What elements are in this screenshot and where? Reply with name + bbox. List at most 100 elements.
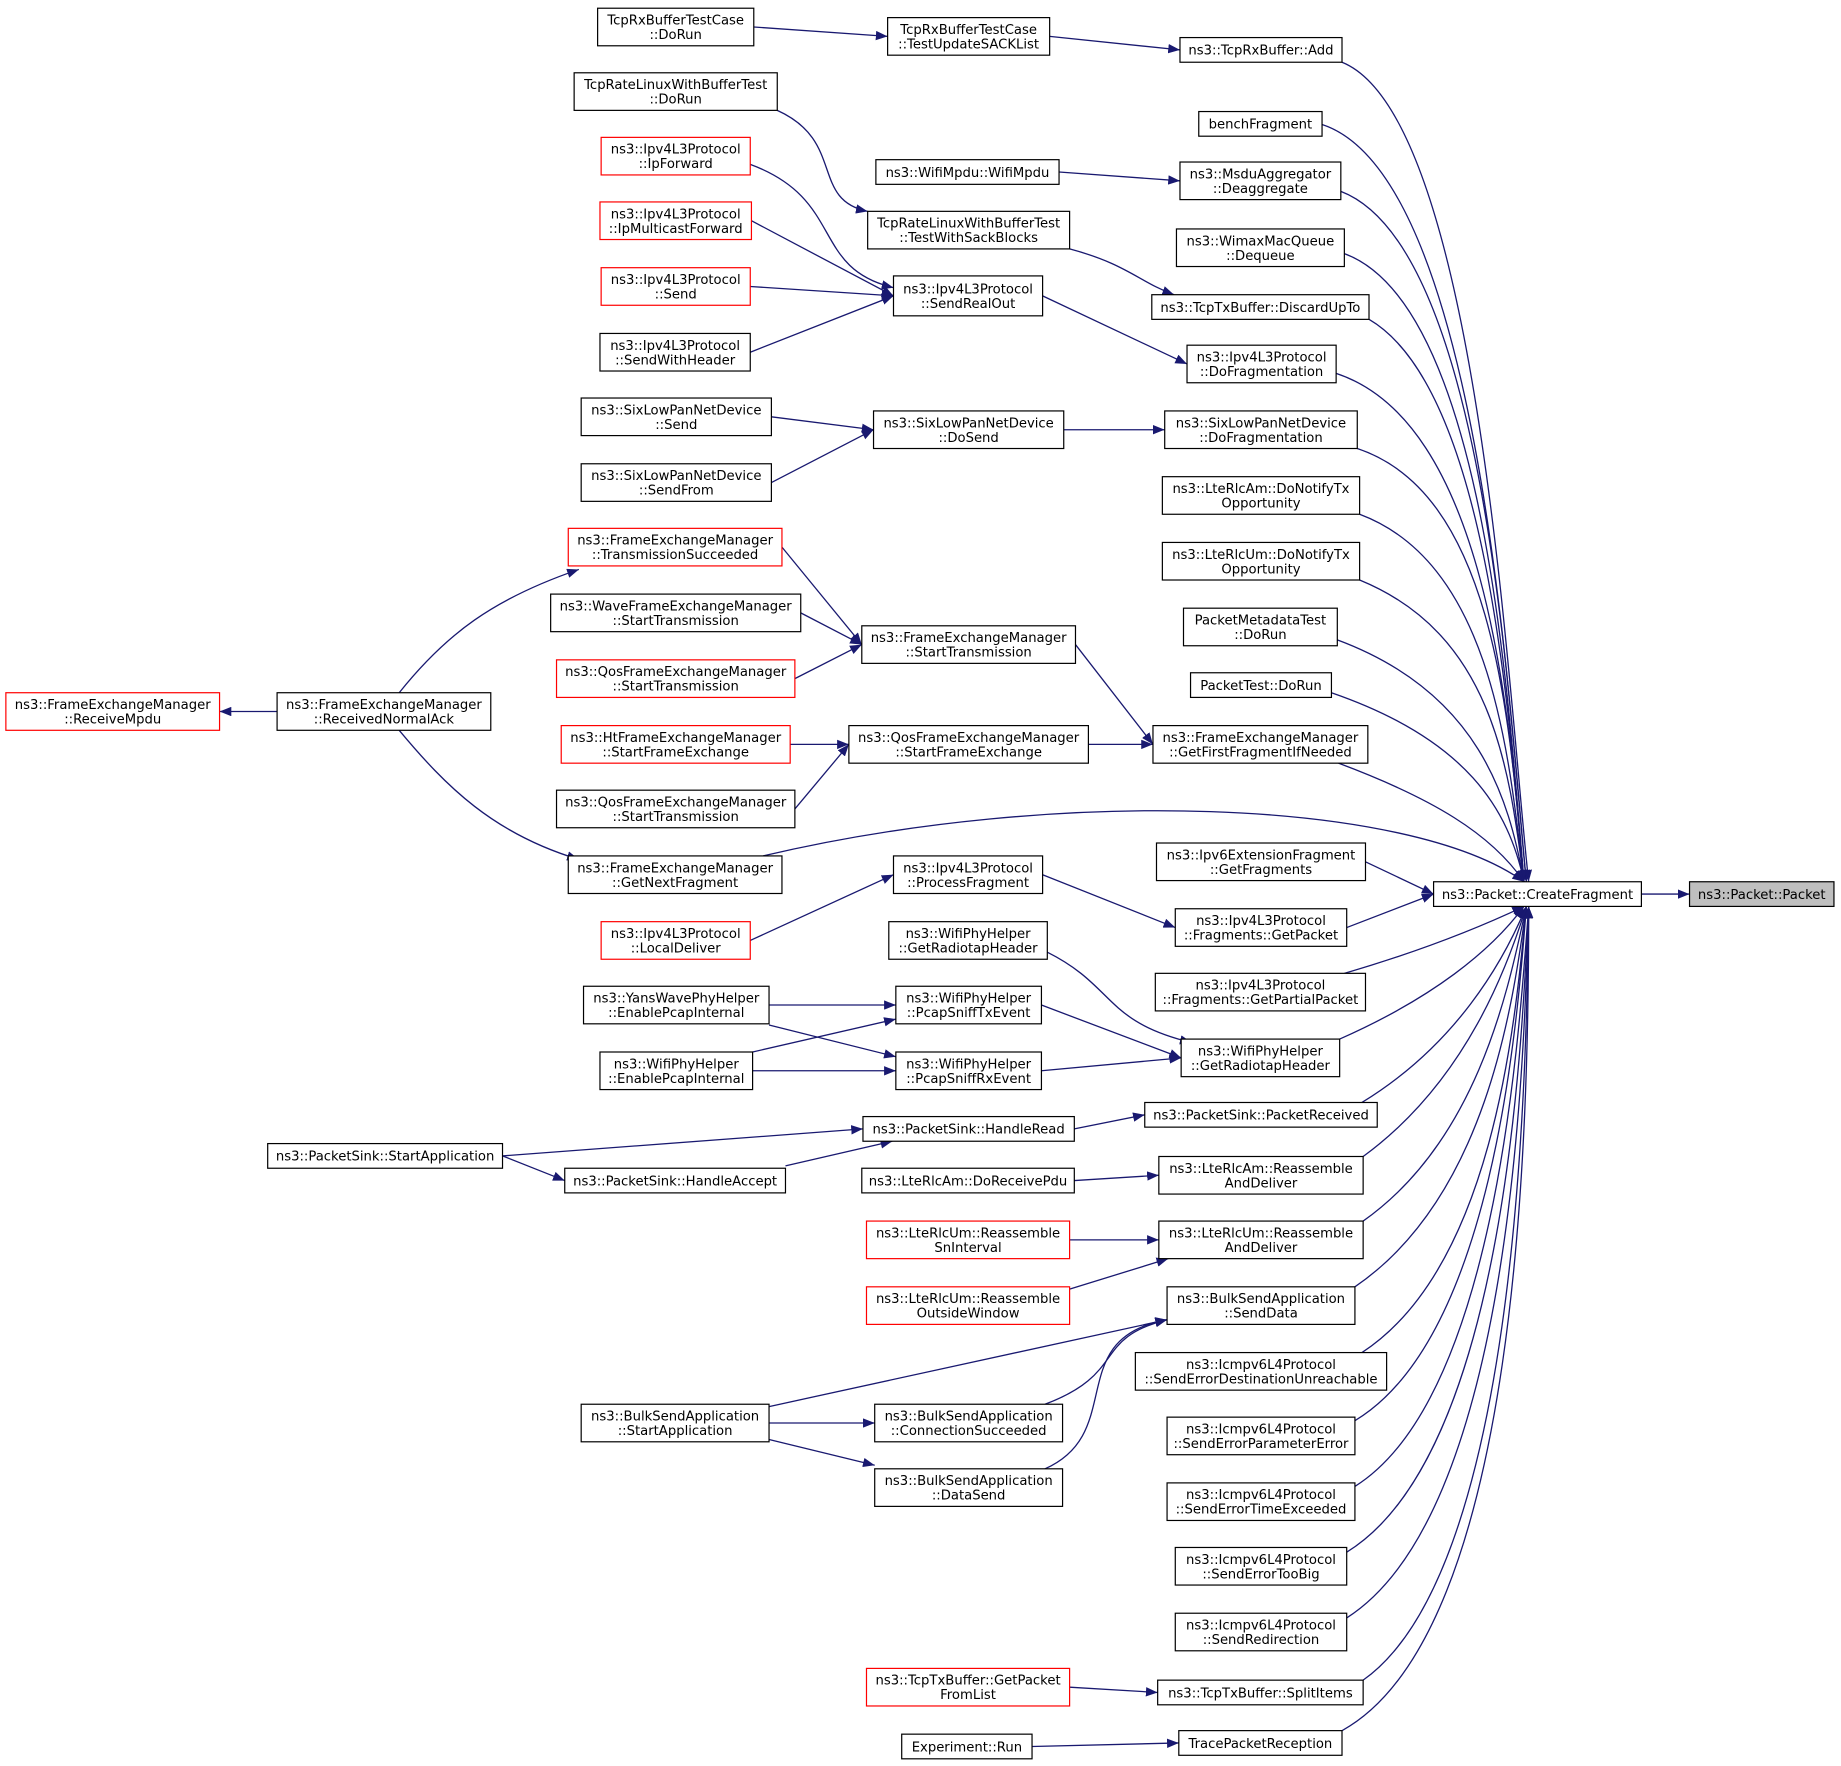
edge-bulk_datasend-to-bulk_senddata — [1045, 1317, 1167, 1469]
node-fem-getnextfrag[interactable]: ns3::FrameExchangeManager::GetNextFragme… — [567, 855, 783, 895]
node-ratelinux-dorun[interactable]: TcpRateLinuxWithBufferTest::DoRun — [573, 72, 778, 111]
node-sixlow-dosend[interactable]: ns3::SixLowPanNetDevice::DoSend — [872, 410, 1065, 450]
node-label-line: ns3::Packet::Packet — [1698, 888, 1826, 903]
node-label-line: ns3::Icmpv6L4Protocol — [1186, 1488, 1336, 1503]
node-ipv4-sendwithheader[interactable]: ns3::Ipv4L3Protocol::SendWithHeader — [599, 332, 751, 372]
node-label-line: TcpRateLinuxWithBufferTest — [583, 78, 767, 93]
node-pktsink-startapp[interactable]: ns3::PacketSink::StartApplication — [267, 1142, 504, 1169]
node-label-line: ns3::Ipv4L3Protocol — [611, 927, 741, 942]
edge-bulk_connsucc-to-bulk_senddata — [1045, 1317, 1167, 1405]
node-label-line: ns3::LteRlcUm::DoNotifyTx — [1172, 548, 1350, 563]
node-pktmeta-dorun[interactable]: PacketMetadataTest::DoRun — [1182, 607, 1338, 647]
node-label-line: ns3::LteRlcAm::Reassemble — [1169, 1162, 1353, 1177]
node-experiment-run[interactable]: Experiment::Run — [901, 1733, 1033, 1760]
node-yanswave-enablepcap[interactable]: ns3::YansWavePhyHelper::EnablePcapIntern… — [582, 985, 770, 1025]
node-ipv4-localdeliver[interactable]: ns3::Ipv4L3Protocol::LocalDeliver — [600, 921, 751, 960]
node-label-line: ns3::PacketSink::HandleRead — [873, 1123, 1065, 1138]
node-fem-starttx[interactable]: ns3::FrameExchangeManager::StartTransmis… — [861, 625, 1077, 664]
node-box — [600, 921, 751, 960]
node-bulk-datasend[interactable]: ns3::BulkSendApplication::DataSend — [874, 1468, 1064, 1507]
node-pktsink-handleread[interactable]: ns3::PacketSink::HandleRead — [862, 1115, 1075, 1142]
node-box — [1144, 1101, 1378, 1128]
node-icmpv6-paramerr[interactable]: ns3::Icmpv6L4Protocol::SendErrorParamete… — [1166, 1416, 1356, 1456]
node-label-line: ns3::PacketSink::PacketReceived — [1153, 1109, 1369, 1124]
node-label-line: ns3::Ipv4L3Protocol — [611, 207, 741, 222]
node-icmpv6-redirect[interactable]: ns3::Icmpv6L4Protocol::SendRedirection — [1174, 1612, 1348, 1652]
node-ipv6ext-getfrags[interactable]: ns3::Ipv6ExtensionFragment::GetFragments — [1155, 842, 1367, 882]
node-wifiphy-getradiotap[interactable]: ns3::WifiPhyHelper::GetRadiotapHeader — [1180, 1038, 1341, 1078]
node-msdu-deagg[interactable]: ns3::MsduAggregator::Deaggregate — [1179, 161, 1342, 201]
node-sixlow-send[interactable]: ns3::SixLowPanNetDevice::Send — [580, 397, 772, 437]
node-ipv4-dofrag[interactable]: ns3::Ipv4L3Protocol::DoFragmentation — [1186, 344, 1337, 384]
node-packet-packet[interactable]: ns3::Packet::Packet — [1688, 881, 1835, 908]
node-label-line: ns3::FrameExchangeManager — [1162, 731, 1358, 746]
node-txbuf-splititems[interactable]: ns3::TcpTxBuffer::SplitItems — [1157, 1679, 1364, 1706]
node-icmpv6-timeexceeded[interactable]: ns3::Icmpv6L4Protocol::SendErrorTimeExce… — [1166, 1482, 1356, 1522]
node-icmpv6-destunreach[interactable]: ns3::Icmpv6L4Protocol::SendErrorDestinat… — [1134, 1351, 1388, 1391]
node-rxbuf-add[interactable]: ns3::TcpRxBuffer::Add — [1179, 36, 1343, 63]
node-ipv4-frags-getpacket[interactable]: ns3::Ipv4L3Protocol::Fragments::GetPacke… — [1174, 908, 1348, 947]
node-label-line: AndDeliver — [1225, 1241, 1298, 1256]
node-sixlow-dofrag[interactable]: ns3::SixLowPanNetDevice::DoFragmentation — [1164, 410, 1358, 450]
node-pkttest-dorun[interactable]: PacketTest::DoRun — [1189, 672, 1333, 699]
node-wavefem-starttx[interactable]: ns3::WaveFrameExchangeManager::StartTran… — [550, 593, 802, 633]
node-wifiphy-enablepcap[interactable]: ns3::WifiPhyHelper::EnablePcapInternal — [599, 1051, 754, 1091]
node-qosfem-starttx-red[interactable]: ns3::QosFrameExchangeManager::StartTrans… — [555, 659, 796, 699]
node-ipv4-sendrealout[interactable]: ns3::Ipv4L3Protocol::SendRealOut — [892, 275, 1044, 317]
node-pktsink-handleaccept[interactable]: ns3::PacketSink::HandleAccept — [564, 1167, 787, 1194]
node-wifimpdu[interactable]: ns3::WifiMpdu::WifiMpdu — [875, 159, 1060, 185]
node-box — [865, 1286, 1071, 1325]
node-ipv4-frags-getpartial[interactable]: ns3::Ipv4L3Protocol::Fragments::GetParti… — [1154, 972, 1367, 1012]
edge-lterlcum_reassemble-to-packet_createfrag — [1363, 906, 1529, 1221]
edge-lterlcam_notify-to-packet_createfrag — [1360, 514, 1528, 881]
node-ipv4-ipmcast[interactable]: ns3::Ipv4L3Protocol::IpMulticastForward — [599, 201, 753, 241]
node-tracepktrecv[interactable]: TracePacketReception — [1178, 1730, 1343, 1756]
node-label-line: ns3::SixLowPanNetDevice — [1176, 416, 1346, 431]
edge-bulk_startapp-to-bulk_senddata — [769, 1317, 1167, 1407]
node-lterlcam-doreceive[interactable]: ns3::LteRlcAm::DoReceivePdu — [861, 1167, 1075, 1194]
node-fem-recvnormalack[interactable]: ns3::FrameExchangeManager::ReceivedNorma… — [276, 692, 492, 731]
node-htfem-startfe[interactable]: ns3::HtFrameExchangeManager::StartFrameE… — [560, 724, 791, 764]
node-fem-txsucc[interactable]: ns3::FrameExchangeManager::TransmissionS… — [567, 527, 783, 567]
node-pktsink-pktrecv[interactable]: ns3::PacketSink::PacketReceived — [1144, 1101, 1378, 1128]
node-ipv4-ipforward[interactable]: ns3::Ipv4L3Protocol::IpForward — [600, 136, 751, 176]
node-packet-createfrag[interactable]: ns3::Packet::CreateFragment — [1432, 881, 1643, 908]
node-qosfem-starttx[interactable]: ns3::QosFrameExchangeManager::StartTrans… — [555, 789, 796, 829]
node-wimax-dequeue[interactable]: ns3::WimaxMacQueue::Dequeue — [1175, 228, 1345, 268]
node-label-line: ::SendErrorTimeExceeded — [1176, 1503, 1347, 1518]
node-label-line: ::TestWithSackBlocks — [899, 231, 1038, 246]
node-ipv4-processfrag[interactable]: ns3::Ipv4L3Protocol::ProcessFragment — [892, 855, 1044, 895]
node-icmpv6-toobig[interactable]: ns3::Icmpv6L4Protocol::SendErrorTooBig — [1174, 1546, 1348, 1586]
node-bulk-senddata[interactable]: ns3::BulkSendApplication::SendData — [1166, 1286, 1356, 1325]
node-rxtest-dorun[interactable]: TcpRxBufferTestCase::DoRun — [597, 7, 755, 47]
node-label-line: ::GetFirstFragmentIfNeeded — [1169, 745, 1352, 760]
node-sixlow-sendfrom[interactable]: ns3::SixLowPanNetDevice::SendFrom — [580, 463, 772, 502]
node-box — [1154, 972, 1367, 1012]
node-label-line: ns3::FrameExchangeManager — [871, 631, 1067, 646]
node-fem-getfirstfrag[interactable]: ns3::FrameExchangeManager::GetFirstFragm… — [1152, 724, 1369, 764]
node-qosfem-startfe[interactable]: ns3::QosFrameExchangeManager::StartFrame… — [848, 724, 1089, 764]
node-label-line: ns3::LteRlcUm::Reassemble — [876, 1226, 1060, 1241]
node-bulk-startapp[interactable]: ns3::BulkSendApplication::StartApplicati… — [580, 1403, 770, 1443]
node-wifiphy-getradiotap-top[interactable]: ns3::WifiPhyHelper::GetRadiotapHeader — [888, 921, 1048, 960]
node-box — [1161, 541, 1361, 581]
node-ratelinux-sack[interactable]: TcpRateLinuxWithBufferTest::TestWithSack… — [867, 210, 1071, 250]
node-ipv4-send[interactable]: ns3::Ipv4L3Protocol::Send — [600, 267, 751, 306]
node-txbuf-discard[interactable]: ns3::TcpTxBuffer::DiscardUpTo — [1151, 294, 1370, 320]
node-fem-receivempdu[interactable]: ns3::FrameExchangeManager::ReceiveMpdu — [5, 692, 221, 731]
node-wifiphy-sniffTx[interactable]: ns3::WifiPhyHelper::PcapSniffTxEvent — [895, 985, 1043, 1025]
node-wifiphy-sniffRx[interactable]: ns3::WifiPhyHelper::PcapSniffRxEvent — [895, 1051, 1043, 1091]
edge-fem_getfirstfrag-to-packet_createfrag — [1338, 763, 1524, 882]
node-benchfrag[interactable]: benchFragment — [1198, 110, 1323, 137]
node-label-line: ns3::Ipv4L3Protocol — [1195, 979, 1325, 994]
node-rxtest-sack[interactable]: TcpRxBufferTestCase::TestUpdateSACKList — [887, 17, 1051, 56]
node-bulk-connsucc[interactable]: ns3::BulkSendApplication::ConnectionSucc… — [874, 1403, 1064, 1443]
